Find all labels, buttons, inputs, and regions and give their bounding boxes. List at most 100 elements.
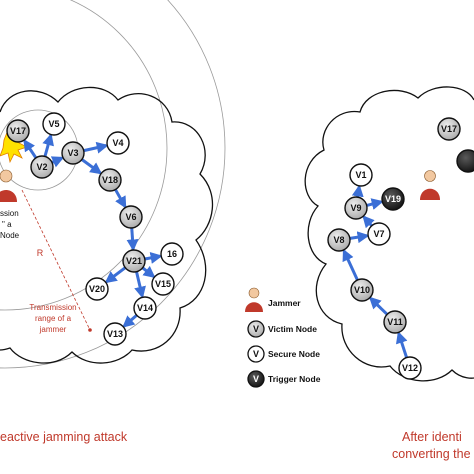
right-node-label-v10: V10 [354, 285, 370, 295]
left-node-v13: V13 [103, 322, 127, 346]
transmission-range-label: Transmission range of a jammer [29, 303, 76, 334]
left-node-circle-16 [160, 242, 184, 266]
right-edge-v10-to-v8 [342, 248, 359, 281]
right-edge-v9-to-v1 [351, 184, 364, 198]
legend-item-victim: V Victim Node [247, 320, 317, 338]
legend-item-trigger: V Trigger Node [247, 370, 321, 388]
right-edge-v9-to-v19 [366, 198, 384, 210]
right-node-circle-v9 [344, 196, 368, 220]
right-node-v8: V8 [327, 228, 351, 252]
legend-jammer-icon [245, 287, 263, 312]
left-edge-v2-to-v17 [23, 138, 38, 159]
right-panel-edges [342, 184, 409, 359]
left-edge-v2-to-v5 [42, 133, 54, 157]
right-node-v12: V12 [398, 356, 422, 380]
radius-indicator: R [21, 189, 92, 332]
left-network-cloud [0, 86, 214, 364]
right-node-circle-v17 [437, 117, 461, 141]
left-node-v15: V15 [151, 272, 175, 296]
range-label-line-2: range of a [35, 314, 72, 323]
left-node-circle-v2 [30, 155, 54, 179]
left-edge-v3-to-v18 [81, 158, 103, 175]
left-node-circle-v20 [85, 277, 109, 301]
right-node-label-v17: V17 [441, 124, 457, 134]
legend-label-victim: Victim Node [268, 324, 317, 334]
side-text-line-2: " a [2, 220, 12, 229]
legend-victim-symbol [247, 320, 265, 338]
legend-secure-symbol [247, 345, 265, 363]
legend-item-secure: V Secure Node [247, 345, 320, 363]
left-edge-v21-to-16 [144, 252, 163, 264]
right-node-circle-v8 [327, 228, 351, 252]
left-node-label-v2: V2 [36, 162, 47, 172]
left-node-v2: V2 [30, 155, 54, 179]
side-text-line-3: Node [0, 231, 20, 240]
left-node-v6: V6 [119, 205, 143, 229]
left-node-v5: V5 [42, 112, 66, 136]
right-caption-line-2: converting the [392, 447, 471, 461]
right-node-topt [456, 149, 474, 173]
left-node-16: 16 [160, 242, 184, 266]
legend-trigger-glyph: V [253, 374, 259, 384]
jammer-side-text: ssion " a Node [0, 209, 20, 240]
right-node-label-v1: V1 [355, 170, 366, 180]
left-edge-v14-to-v13 [122, 314, 138, 328]
jammer-icon-right [420, 170, 440, 200]
side-text-line-1: ssion [0, 209, 19, 218]
left-edge-v21-to-v20 [104, 266, 127, 284]
right-node-label-v19: V19 [385, 194, 401, 204]
right-node-v7: V7 [367, 222, 391, 246]
right-node-v1: V1 [349, 163, 373, 187]
right-node-circle-v10 [350, 278, 374, 302]
left-node-label-v5: V5 [48, 119, 59, 129]
left-node-circle-v14 [133, 296, 157, 320]
right-node-v9: V9 [344, 196, 368, 220]
right-node-label-v12: V12 [402, 363, 418, 373]
left-node-label-v18: V18 [102, 175, 118, 185]
left-node-circle-v5 [42, 112, 66, 136]
left-caption: eactive jamming attack [0, 430, 128, 444]
left-edge-v18-to-v6 [114, 188, 127, 209]
left-node-label-16: 16 [167, 249, 177, 259]
right-node-circle-v1 [349, 163, 373, 187]
left-panel-edges [23, 133, 163, 328]
right-node-label-v9: V9 [350, 203, 361, 213]
right-node-circle-v7 [367, 222, 391, 246]
right-edge-v7-to-v9 [362, 215, 375, 229]
left-node-circle-v21 [122, 249, 146, 273]
left-node-circle-v13 [103, 322, 127, 346]
left-node-v20: V20 [85, 277, 109, 301]
range-label-line-1: Transmission [29, 303, 76, 312]
radius-label: R [37, 248, 44, 258]
right-node-label-v8: V8 [333, 235, 344, 245]
range-circle-middle [0, 0, 168, 311]
radius-end-dot [88, 328, 92, 332]
legend-trigger-symbol [247, 370, 265, 388]
right-caption-line-1: After identi [402, 430, 462, 444]
right-node-v19: V19 [381, 187, 405, 211]
left-edge-v21-to-v14 [134, 271, 146, 299]
left-edge-v3-to-v4 [83, 141, 109, 154]
left-node-circle-v15 [151, 272, 175, 296]
right-node-circle-v19 [381, 187, 405, 211]
right-node-circle-v11 [383, 310, 407, 334]
left-node-label-v17: V17 [10, 126, 26, 136]
left-node-v17: V17 [6, 119, 30, 143]
left-node-circle-v4 [106, 131, 130, 155]
left-node-label-v13: V13 [107, 329, 123, 339]
left-node-v18: V18 [98, 168, 122, 192]
legend-label-secure: Secure Node [268, 349, 320, 359]
legend-item-jammer: Jammer [245, 287, 301, 312]
right-node-label-v11: V11 [387, 317, 403, 327]
left-node-label-v21: V21 [126, 256, 142, 266]
right-node-v11: V11 [383, 310, 407, 334]
right-node-v10: V10 [350, 278, 374, 302]
right-node-circle-v12 [398, 356, 422, 380]
left-node-label-v6: V6 [125, 212, 136, 222]
legend-label-trigger: Trigger Node [268, 374, 321, 384]
left-node-v21: V21 [122, 249, 146, 273]
left-edge-v6-to-v21 [126, 227, 139, 252]
